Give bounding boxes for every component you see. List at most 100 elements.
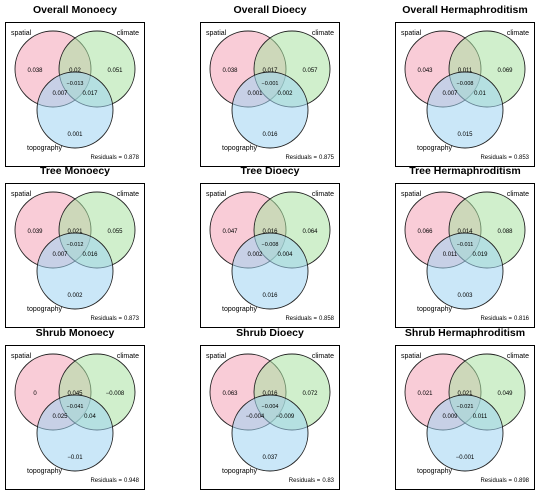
spatial-label: spatial [401, 30, 422, 37]
panel-frame [5, 345, 145, 490]
residuals-prefix: Residuals = [285, 316, 317, 322]
climate-label: climate [117, 353, 139, 360]
climate-label: climate [117, 30, 139, 37]
value-climate-topography: 0.019 [472, 252, 488, 258]
panel-frame [200, 22, 340, 167]
panel-title: Overall Hermaphroditism [402, 4, 528, 16]
value-spatial-only: 0 [33, 391, 37, 397]
value-climate-topography: −0.009 [276, 414, 295, 420]
residuals-text: Residuals =0.853 [480, 155, 529, 161]
spatial-label: spatial [11, 191, 32, 198]
residuals-prefix: Residuals = [285, 155, 317, 161]
climate-label: climate [312, 191, 334, 198]
value-spatial-only: 0.038 [222, 68, 238, 74]
panel-title: Shrub Monoecy [35, 327, 115, 339]
panel-title: Tree Dioecy [240, 165, 300, 177]
value-spatial-only: 0.066 [417, 229, 433, 235]
value-spatial-topography: 0.007 [52, 91, 68, 97]
topography-label: topography [222, 145, 258, 152]
value-spatial-climate: 0.045 [67, 391, 83, 397]
climate-label: climate [312, 353, 334, 360]
value-spatial-only: 0.038 [27, 68, 43, 74]
topography-circle [36, 394, 114, 472]
value-climate-topography: 0.002 [277, 91, 293, 97]
topography-label: topography [417, 468, 453, 475]
panel-title: Shrub Dioecy [236, 327, 304, 339]
value-all-three: −0.041 [67, 404, 84, 410]
spatial-label: spatial [206, 353, 227, 360]
value-spatial-only: 0.021 [417, 391, 433, 397]
value-all-three: −0.012 [67, 242, 84, 248]
value-climate-only: −0.008 [106, 391, 125, 397]
topography-circle [231, 232, 309, 310]
topography-label: topography [27, 306, 63, 313]
value-spatial-only: 0.063 [222, 391, 238, 397]
topography-label: topography [417, 145, 453, 152]
value-spatial-topography: 0.011 [443, 252, 458, 258]
value-spatial-topography: 0.001 [247, 91, 263, 97]
residuals-prefix: Residuals = [480, 155, 512, 161]
value-topography-only: 0.016 [262, 132, 278, 138]
value-climate-topography: 0.004 [277, 252, 293, 258]
residuals-value: 0.948 [124, 478, 140, 484]
panel-frame [200, 183, 340, 328]
panel-frame [395, 183, 535, 328]
value-all-three: −0.001 [262, 81, 279, 87]
spatial-label: spatial [11, 353, 32, 360]
value-spatial-climate: 0.016 [262, 229, 278, 235]
topography-circle [426, 71, 504, 149]
value-all-three: −0.008 [457, 81, 474, 87]
panel-title: Tree Monoecy [39, 165, 111, 177]
residuals-prefix: Residuals = [480, 316, 512, 322]
value-spatial-topography: 0.002 [247, 252, 263, 258]
residuals-text: Residuals =0.816 [480, 316, 529, 322]
value-topography-only: 0.003 [457, 293, 473, 299]
value-spatial-climate: 0.021 [67, 229, 83, 235]
panel-frame [395, 22, 535, 167]
residuals-value: 0.898 [514, 478, 530, 484]
panel-title: Shrub Hermaphroditism [404, 327, 526, 339]
venn-panel-shrub-dioecy: Shrub Dioecy spatial climate topography 0.06… [200, 327, 340, 490]
residuals-text: Residuals =0.873 [90, 316, 139, 322]
topography-circle [231, 394, 309, 472]
value-spatial-only: 0.039 [27, 229, 43, 235]
value-climate-only: 0.049 [497, 391, 513, 397]
residuals-value: 0.858 [319, 316, 335, 322]
value-topography-only: 0.037 [262, 455, 278, 461]
panel-title: Tree Hermaphroditism [409, 165, 521, 177]
value-climate-only: 0.064 [302, 229, 318, 235]
value-topography-only: −0.01 [67, 455, 83, 461]
value-spatial-only: 0.043 [417, 68, 433, 74]
spatial-label: spatial [11, 30, 32, 37]
value-climate-topography: 0.01 [474, 91, 486, 97]
panel-frame [395, 345, 535, 490]
topography-circle [231, 71, 309, 149]
value-climate-topography: 0.04 [84, 414, 96, 420]
topography-circle [426, 394, 504, 472]
value-topography-only: −0.001 [456, 455, 475, 461]
residuals-value: 0.853 [514, 155, 530, 161]
residuals-prefix: Residuals = [480, 478, 512, 484]
topography-circle [36, 71, 114, 149]
topography-label: topography [222, 468, 258, 475]
value-climate-only: 0.051 [107, 68, 123, 74]
value-climate-only: 0.069 [497, 68, 513, 74]
topography-label: topography [222, 306, 258, 313]
value-topography-only: 0.016 [262, 293, 278, 299]
